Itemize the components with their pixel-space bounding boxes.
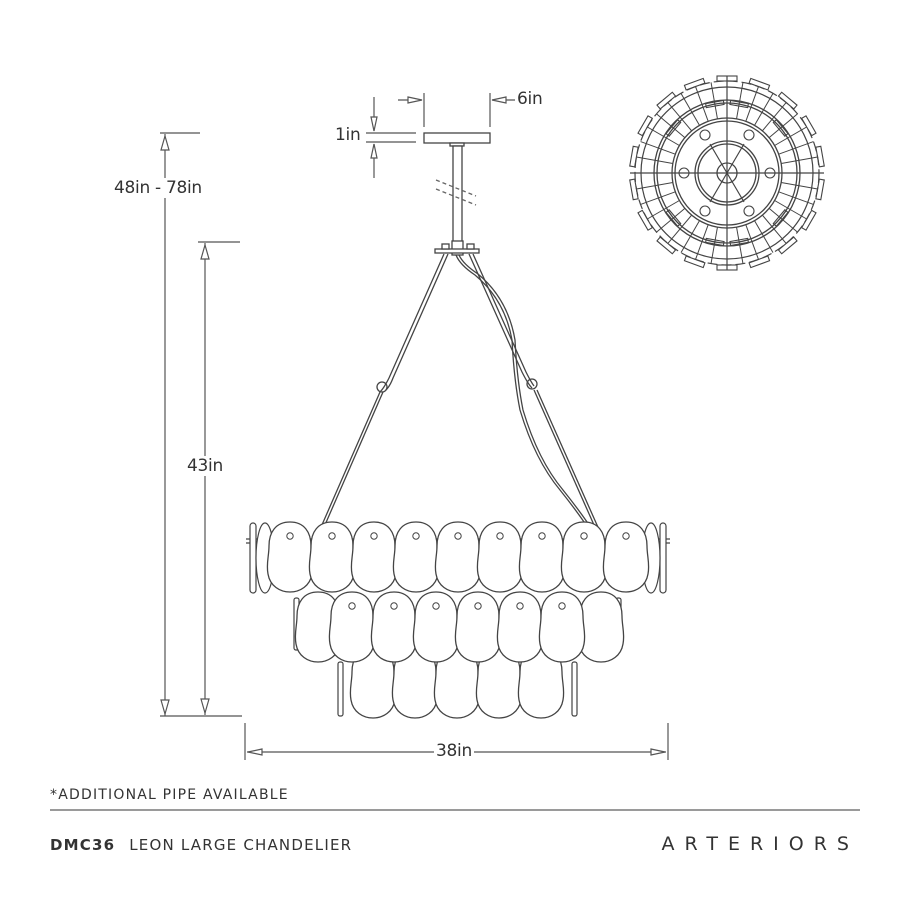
divider-rule [50,809,860,811]
canopy-width-label: 6in [515,89,545,109]
fixture-height-dimension [198,241,240,716]
product-name: LEON LARGE CHANDELIER [129,836,353,854]
canopy-and-stem [423,132,491,256]
fixture-width-label: 38in [434,741,474,761]
top-tier [246,522,670,594]
additional-pipe-note: *ADDITIONAL PIPE AVAILABLE [50,787,289,803]
middle-tier [293,591,625,663]
plan-view [629,75,825,271]
overall-height-dimension [160,132,242,717]
bottom-tier [337,647,578,719]
canopy-dimension [366,93,518,178]
product-title: DMC36 LEON LARGE CHANDELIER [50,836,352,854]
suspension-arms [317,253,602,535]
brand-logo: ARTERIORS [661,833,859,855]
product-sku: DMC36 [50,836,116,854]
canopy-height-label: 1in [333,125,363,145]
overall-height-label: 48in - 78in [112,178,204,198]
fixture-height-label: 43in [185,456,225,476]
